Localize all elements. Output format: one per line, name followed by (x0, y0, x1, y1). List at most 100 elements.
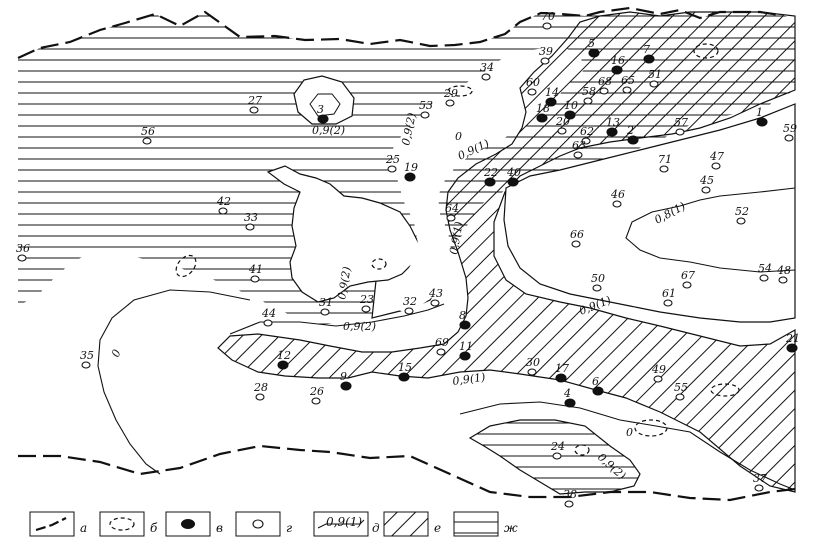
legend-label-d: г (286, 521, 292, 535)
sample-point: 11 (459, 340, 473, 361)
sample-point: 21 (785, 332, 800, 353)
sample-point: 68 (598, 75, 612, 95)
point-label: 9 (340, 370, 347, 383)
open-point-marker (653, 375, 663, 383)
filled-point-marker (317, 114, 329, 124)
point-label: 42 (216, 195, 231, 208)
point-label: 6 (592, 375, 599, 388)
sample-point: 44 (261, 307, 276, 327)
contour-label: 0 (626, 426, 633, 439)
filled-point-marker (507, 177, 519, 187)
open-point-marker (663, 299, 673, 307)
point-label: 29 (443, 87, 458, 100)
open-point-marker (571, 240, 581, 248)
sample-point: 5 (588, 37, 600, 58)
filled-point-marker (340, 381, 352, 391)
sample-point: 30 (526, 356, 540, 376)
point-label: 66 (570, 228, 584, 241)
point-label: 12 (277, 349, 291, 362)
point-label: 49 (651, 363, 666, 376)
sample-point: 22 (483, 166, 498, 187)
filled-point-marker (564, 398, 576, 408)
sample-point: 13 (606, 116, 620, 137)
sample-point: 67 (681, 269, 695, 289)
point-label: 25 (385, 153, 400, 166)
point-label: 31 (319, 296, 333, 309)
open-point-marker (17, 254, 27, 262)
point-label: 16 (611, 54, 625, 67)
sample-point: 24 (550, 440, 565, 460)
sample-point: 38 (563, 488, 577, 508)
point-label: 41 (248, 263, 263, 276)
sample-point: 66 (570, 228, 584, 248)
open-point-marker (552, 452, 562, 460)
open-point-marker (622, 86, 632, 94)
point-label: 38 (563, 488, 577, 501)
sample-point: 34 (480, 61, 494, 81)
sample-point: 41 (248, 263, 263, 283)
point-label: 47 (709, 150, 724, 163)
open-point-marker (142, 137, 152, 145)
legend-item-a: а (29, 511, 87, 537)
contour-0-west (97, 289, 251, 475)
point-label: 61 (662, 287, 676, 300)
contour-label: 0,9(2) (343, 320, 376, 333)
point-label: 53 (419, 99, 433, 112)
sample-point: 12 (277, 349, 291, 370)
filled-point-marker (398, 372, 410, 382)
point-label: 43 (428, 287, 443, 300)
open-point-marker (250, 275, 260, 283)
point-label: 1 (756, 106, 763, 119)
legend-label-e: д (372, 521, 380, 535)
filled-point-marker (404, 172, 416, 182)
open-point-marker (245, 223, 255, 231)
point-label: 11 (459, 340, 473, 353)
legend-item-d: г (235, 511, 292, 537)
filled-point-marker (545, 97, 557, 107)
open-point-marker (320, 308, 330, 316)
sample-point: 39 (539, 45, 553, 65)
open-point-marker (581, 137, 591, 145)
sample-point: 45 (699, 174, 714, 194)
sample-point: 48 (776, 264, 791, 284)
point-label: 28 (253, 381, 268, 394)
sample-point: 54 (758, 262, 772, 282)
sample-point: 43 (428, 287, 443, 307)
legend-item-c: в (165, 511, 223, 537)
sample-point: 2 (626, 124, 639, 145)
filled-point-marker (592, 386, 604, 396)
legend-label-c: в (216, 521, 223, 535)
point-label: 64 (445, 202, 459, 215)
filled-point-marker (643, 54, 655, 64)
contour-label: 0 (455, 130, 462, 143)
sample-point: 16 (611, 54, 625, 75)
sample-point: 70 (541, 10, 555, 30)
sample-point: 18 (536, 102, 550, 123)
dashed-ellipse-south (634, 419, 668, 437)
point-label: 54 (758, 262, 772, 275)
sample-point: 8 (459, 309, 471, 330)
point-label: 39 (539, 45, 553, 58)
point-label: 15 (398, 361, 412, 374)
sample-point: 40 (506, 166, 521, 187)
point-label: 45 (699, 174, 714, 187)
open-point-marker (592, 284, 602, 292)
sample-point: 23 (359, 293, 374, 313)
sample-point: 37 (753, 472, 767, 492)
open-point-marker (759, 274, 769, 282)
filled-point-marker (627, 135, 639, 145)
contour-label: 0,9(1) (452, 370, 487, 387)
point-label: 37 (753, 472, 767, 485)
point-label: 32 (403, 295, 417, 308)
filled-point-marker (588, 48, 600, 58)
point-label: 14 (545, 86, 559, 99)
sample-point: 59 (783, 122, 797, 142)
point-label: 55 (674, 381, 688, 394)
point-label: 8 (459, 309, 466, 322)
point-label: 68 (598, 75, 612, 88)
open-point-marker (711, 162, 721, 170)
open-point-marker (420, 111, 430, 119)
point-label: 36 (16, 242, 30, 255)
open-point-marker (778, 276, 788, 284)
sample-point: 52 (735, 205, 749, 225)
